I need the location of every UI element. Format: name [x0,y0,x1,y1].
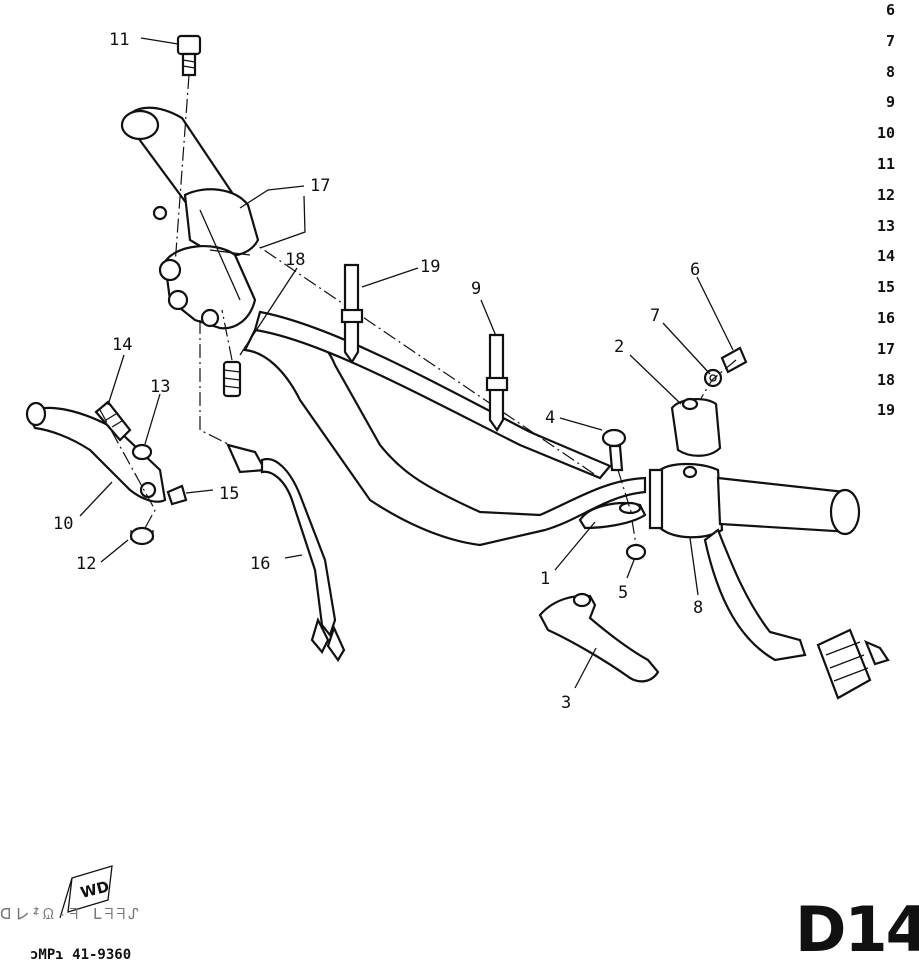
brand-mark: ᗡ㆑ᙇᙉ-ᖷ ᒪᖷᖷᔑ [0,905,142,923]
callout-4: 4 [545,408,555,428]
bolt-11 [174,34,202,266]
collar-13 [131,443,153,461]
callout-8: 8 [693,598,703,618]
index-number: 12 [877,186,895,204]
wd-logo-text: WD [79,877,111,901]
callout-17: 17 [310,176,330,196]
index-number: 6 [886,1,895,19]
index-number: 18 [877,371,895,389]
callout-7: 7 [650,306,660,326]
left-throttle-grip-assembly [120,106,260,330]
callout-5: 5 [618,583,628,603]
index-number: 14 [877,247,895,265]
centerline-left-lever [99,409,156,529]
index-number: 15 [877,278,895,296]
index-number: 11 [877,155,895,173]
washer-7 [703,368,723,388]
right-switch-8 [648,462,724,539]
index-number: 8 [886,63,895,81]
callout-9: 9 [471,279,481,299]
sheet-code: D14 [795,893,919,966]
index-number: 19 [877,401,895,419]
callout-15: 15 [219,484,239,504]
leader-lines [79,37,734,689]
parts-index-column: 6 7 8 9 10 11 12 13 14 15 16 17 18 19 [877,1,895,419]
callout-19: 19 [420,257,440,277]
index-number: 17 [877,340,895,358]
clamp-2 [670,397,722,457]
switch-16 [199,320,346,663]
callout-12: 12 [76,554,96,574]
callout-10: 10 [53,514,73,534]
index-number: 9 [886,93,895,111]
catalog-number: ɔMPɿ 41-9360 [30,947,132,963]
handlebar [204,209,647,547]
index-number: 7 [886,32,895,50]
callout-2: 2 [614,337,624,357]
index-number: 13 [877,217,895,235]
wire-holder-9 [485,333,509,433]
left-lever-10 [25,401,167,503]
index-number: 16 [877,309,895,327]
right-lever-3 [538,592,660,683]
bolt-18 [221,309,242,398]
callout-3: 3 [561,693,571,713]
callout-11: 11 [109,30,129,50]
screw-15 [166,484,188,506]
right-grip [716,476,861,536]
connector [703,528,890,700]
callout-6: 6 [690,260,700,280]
callout-16: 16 [250,554,270,574]
callout-14: 14 [112,335,132,355]
index-number: 10 [877,124,895,142]
callout-labels: 1 2 3 4 5 6 7 8 9 10 11 12 13 14 15 16 1… [53,30,703,713]
callout-1: 1 [540,569,550,589]
nut-12 [129,526,155,546]
wire-holder-19 [340,263,364,365]
callout-13: 13 [150,377,170,397]
lever-holder-1 [578,501,647,530]
centerline-right-clamp [699,359,737,401]
bolt-14 [94,400,132,442]
bolt-4 [601,428,633,516]
nut-5 [625,519,647,561]
callout-18: 18 [285,250,305,270]
